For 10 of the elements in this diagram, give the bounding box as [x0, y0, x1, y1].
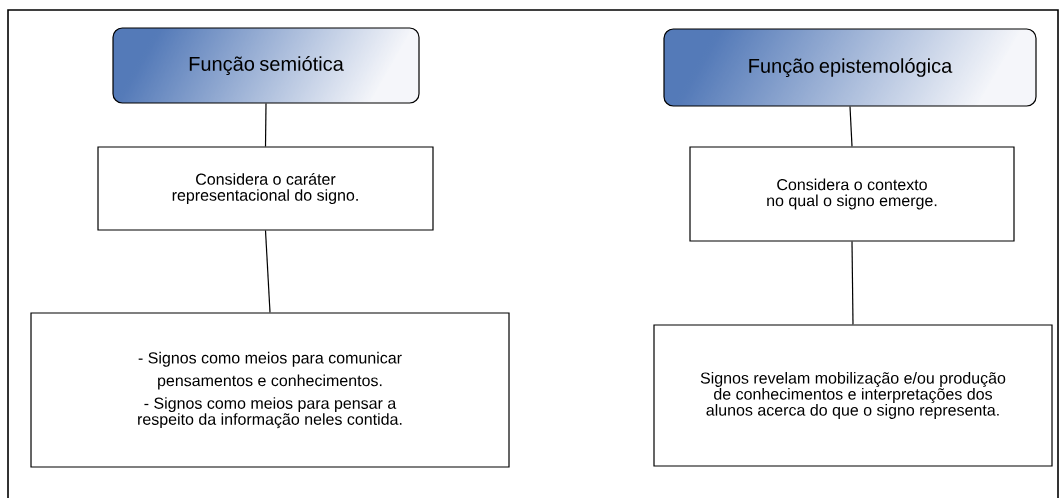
text-box: - Signos como meios para comunicar pensamentos e conhecimentos. - Signos como meios para pensar a respeito da informação neles contida.: [30, 312, 510, 468]
connector-line: [264, 230, 271, 313]
text-box: Considera o caráter representacional do signo.: [97, 146, 434, 231]
connector-line: [849, 106, 853, 147]
text-box: Signos revelam mobilização e/ou produção de conhecimentos e interpretações dos alunos acerca do que o signo representa.: [653, 324, 1053, 467]
heading-box: Função semiótica: [112, 27, 420, 104]
text-box: Considera o contexto no qual o signo emerge.: [689, 146, 1015, 242]
connector-line: [851, 241, 854, 325]
connector-line: [264, 103, 267, 147]
heading-box: Função epistemológica: [663, 28, 1037, 107]
